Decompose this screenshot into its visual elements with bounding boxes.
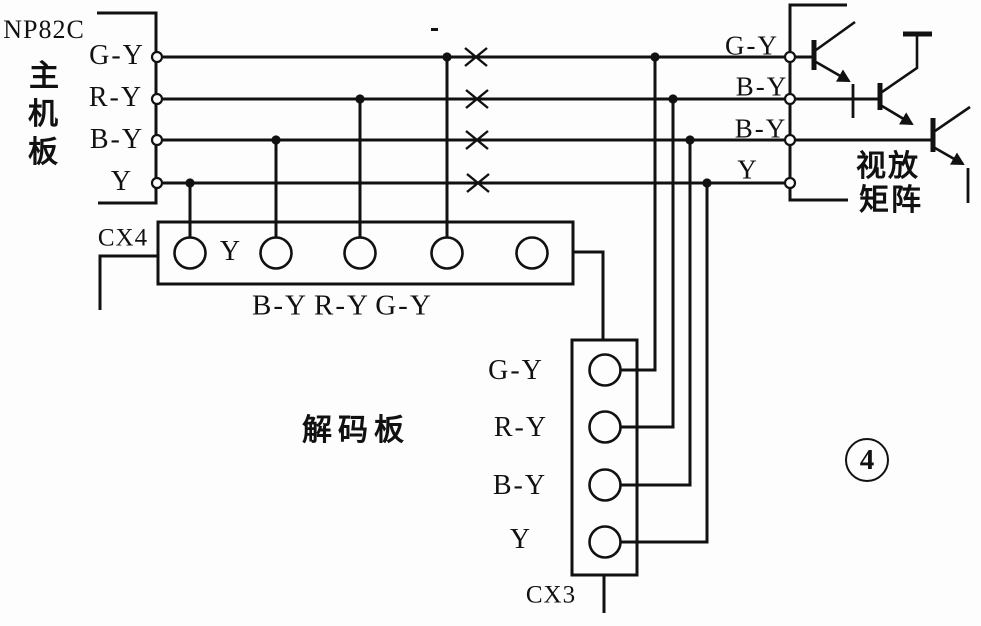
cx4-pin-g-y: [430, 236, 464, 270]
main-board-name-char-2: 机: [28, 98, 60, 131]
video-amp-name-line2: 矩阵: [859, 184, 923, 217]
main-port-label-r-y: R-Y: [88, 82, 144, 113]
amp-port-label-b-y-1: B-Y: [735, 71, 789, 102]
terminal-circle: [150, 50, 164, 64]
terminal-circle: [150, 176, 164, 190]
cx4-inline-pin-label: Y: [219, 236, 243, 267]
transistor-b-y-2: [795, 31, 932, 126]
transistor-emitter: [881, 104, 914, 126]
cx4-pin-y: [173, 236, 207, 270]
cx3-port-label-r-y: R-Y: [493, 412, 549, 443]
transistor-g-y: [795, 20, 856, 118]
cut-mark-icon: [465, 89, 489, 109]
cut-mark-icons: [464, 47, 490, 193]
cx3-pins: [588, 353, 622, 559]
decoder-board-name: 解码板: [302, 414, 410, 447]
junction-dot: [355, 94, 365, 104]
cx4-pins: [173, 236, 549, 270]
main-board-name-char-3: 板: [28, 136, 60, 169]
main-port-label-b-y: B-Y: [89, 124, 145, 155]
cx3-pin-b-y: [588, 468, 622, 502]
transistor-emitter: [934, 146, 965, 166]
transistor-emitter: [815, 60, 851, 83]
transistor-b-y-3: [795, 105, 971, 203]
main-port-label-g-y: G-Y: [89, 40, 145, 71]
figure-number-badge: 4: [845, 438, 889, 482]
cx3-lead-wires: [620, 57, 709, 544]
junction-dot: [185, 178, 195, 188]
figure-number: 4: [859, 443, 875, 476]
junction-dots: [185, 52, 712, 188]
cx3-label: CX3: [525, 581, 577, 609]
transistor-collector: [815, 20, 856, 52]
cx3-connector-box: [570, 338, 639, 613]
terminal-circles: [150, 50, 797, 190]
main-port-label-y: Y: [110, 166, 134, 197]
amp-port-label-b-y-2: B-Y: [734, 113, 788, 144]
cx4-pin-label-b-y: B-Y: [252, 289, 308, 322]
cx3-pin-y: [588, 525, 622, 559]
terminal-circle: [150, 92, 164, 106]
cx3-pin-g-y: [588, 353, 622, 387]
cut-mark-icon: [464, 47, 488, 67]
cut-mark-icon: [465, 130, 489, 150]
cx3-port-label-b-y: B-Y: [492, 470, 548, 501]
video-amp-name-line1: 视放: [856, 150, 920, 183]
transistor-collector: [881, 36, 919, 94]
junction-dot: [442, 52, 452, 62]
chip-label: NP82C: [3, 15, 85, 44]
cx4-pin-r-y: [343, 236, 377, 270]
cx4-label: CX4: [97, 224, 149, 252]
main-board-outline: [97, 11, 158, 205]
junction-dot: [668, 94, 678, 104]
junction-dot: [702, 178, 712, 188]
amp-port-label-y: Y: [737, 154, 759, 185]
cut-mark-icon: [466, 173, 490, 193]
main-board-name-char-1: 主: [29, 60, 61, 93]
signal-lines: [163, 55, 784, 185]
cx4-tap-wires: [188, 57, 449, 238]
terminal-circle: [783, 176, 797, 190]
cx3-port-label-g-y: G-Y: [488, 355, 544, 386]
cx4-connector-box: [98, 220, 605, 339]
cx3-pin-r-y: [588, 410, 622, 444]
terminal-circle: [150, 133, 164, 147]
junction-dot: [271, 135, 281, 145]
junction-dot: [650, 52, 660, 62]
cx3-port-label-y: Y: [509, 524, 533, 555]
cx4-pin-label-r-y: R-Y: [314, 289, 370, 322]
cx4-pin-label-g-y: G-Y: [375, 289, 433, 322]
transistor-collector: [934, 105, 971, 133]
junction-dot: [685, 135, 695, 145]
cx4-pin-b-y: [259, 236, 293, 270]
terminal-circle: [783, 50, 797, 64]
print-speck: [431, 28, 438, 31]
cx4-pin-spare: [515, 236, 549, 270]
amp-port-label-g-y: G-Y: [725, 30, 779, 61]
